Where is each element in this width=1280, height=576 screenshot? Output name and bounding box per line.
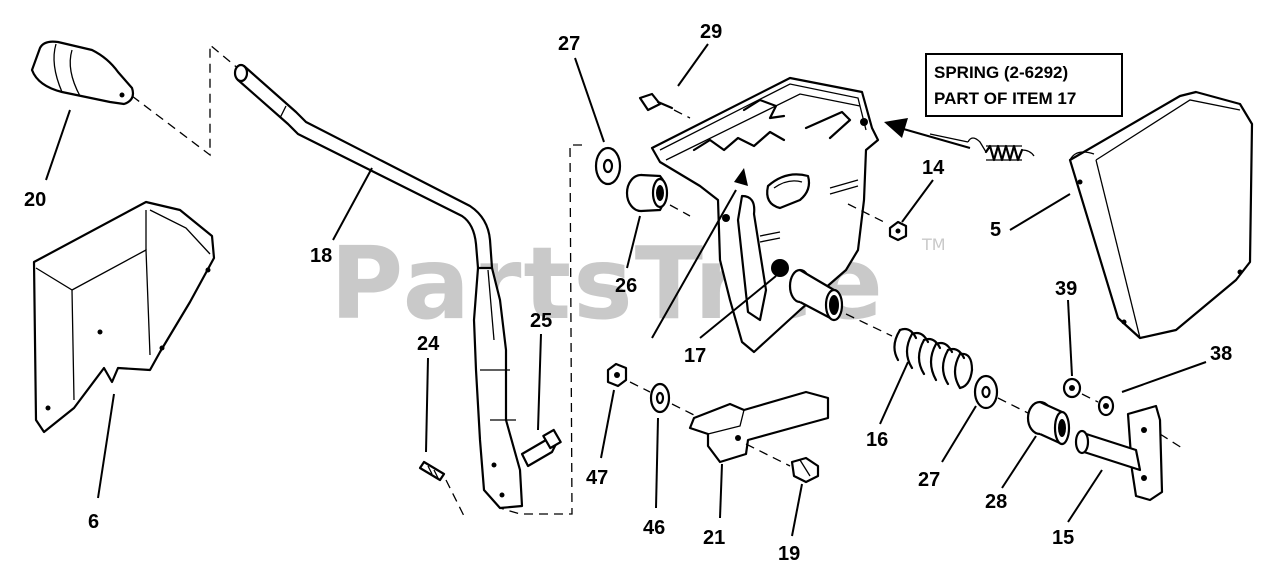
part-26-bushing[interactable]: [625, 173, 669, 213]
pivot-shaft: [788, 268, 844, 322]
label-28: 28: [985, 491, 1007, 513]
label-18: 18: [310, 245, 332, 267]
dash-20-to-18: [131, 43, 241, 157]
part-5-right-cover[interactable]: [1068, 90, 1254, 340]
spring-arrow: [884, 118, 971, 149]
dash-29: [673, 109, 691, 119]
label-14: 14: [922, 157, 945, 179]
part-24-bolt[interactable]: [418, 460, 446, 482]
part-39-nut[interactable]: [1062, 377, 1082, 399]
watermark-trademark: TM: [921, 235, 946, 254]
callout-line1: SPRING (2-6292): [934, 63, 1068, 82]
label-16: 16: [866, 429, 888, 451]
dash-21-19: [745, 443, 791, 467]
part-14-nut[interactable]: [888, 220, 908, 242]
label-24: 24: [417, 333, 440, 355]
part-18-shift-lever[interactable]: [233, 63, 524, 510]
spring-callout: SPRING (2-6292) PART OF ITEM 17: [925, 53, 1123, 117]
label-38: 38: [1210, 343, 1232, 365]
part-6-left-cover[interactable]: [32, 200, 216, 434]
label-25: 25: [530, 310, 552, 332]
dash-15: [1159, 433, 1183, 449]
dash-27b: [997, 397, 1031, 415]
label-27b: 27: [918, 469, 940, 491]
label-20: 20: [24, 189, 46, 211]
part-27a-washer[interactable]: [594, 146, 622, 186]
label-29: 29: [700, 21, 722, 43]
dash-bracket: [499, 144, 582, 515]
part-29-screw[interactable]: [638, 92, 674, 112]
label-19: 19: [778, 543, 800, 565]
label-39: 39: [1055, 278, 1077, 300]
part-21-bracket[interactable]: [688, 390, 830, 464]
part-16-spring[interactable]: [893, 327, 974, 390]
dash-shaft-spring: [845, 313, 893, 337]
part-labels: 20 18 6 24 25 27 29 26 17 14 5 47 46 21 …: [24, 21, 1232, 565]
leader-lines: [45, 43, 1207, 537]
label-46: 46: [643, 517, 665, 539]
label-5: 5: [990, 219, 1001, 241]
label-47: 47: [586, 467, 608, 489]
part-46-washer[interactable]: [649, 382, 671, 414]
part-20-grip[interactable]: [30, 40, 135, 106]
dash-46-21: [629, 381, 701, 419]
dash-39-38: [1081, 393, 1099, 403]
part-38-washer[interactable]: [1097, 395, 1115, 417]
label-6: 6: [88, 511, 99, 533]
part-15-pin-bracket[interactable]: [1074, 404, 1164, 502]
label-27a: 27: [558, 33, 580, 55]
callout-line2: PART OF ITEM 17: [934, 89, 1076, 108]
part-19-screw[interactable]: [790, 456, 820, 484]
dash-14: [847, 203, 889, 225]
label-26: 26: [615, 275, 637, 297]
dash-26: [669, 204, 691, 217]
label-17: 17: [684, 345, 706, 367]
label-21: 21: [703, 527, 725, 549]
part-28-bushing[interactable]: [1026, 400, 1071, 446]
part-27b-washer[interactable]: [973, 374, 999, 410]
dash-24: [445, 479, 467, 521]
spring-part-of-17: [929, 133, 1035, 162]
part-25-bolt[interactable]: [520, 428, 562, 468]
label-15: 15: [1052, 527, 1074, 549]
part-47-nut[interactable]: [606, 362, 628, 388]
